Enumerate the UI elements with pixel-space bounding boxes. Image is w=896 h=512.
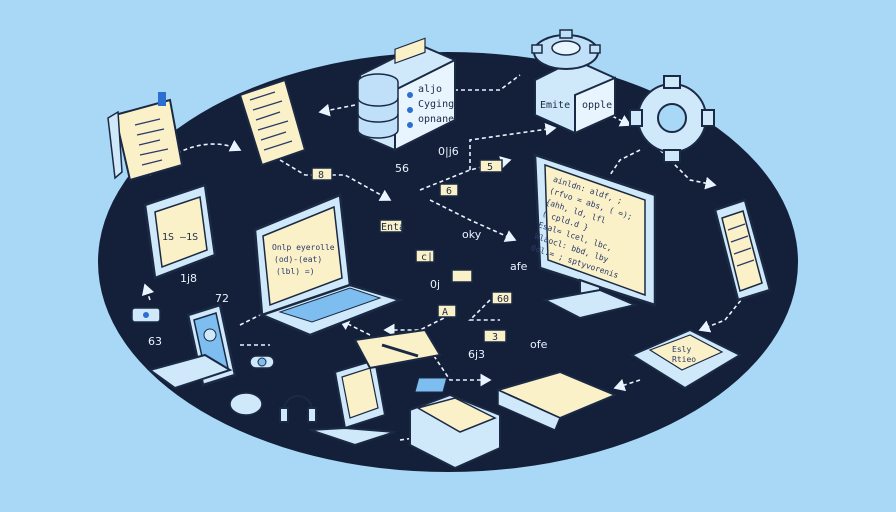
label: 8 bbox=[318, 170, 324, 181]
phone-small-icon bbox=[132, 308, 160, 322]
label: Enta bbox=[381, 222, 405, 233]
label: afe bbox=[510, 260, 528, 273]
db-line: aljo bbox=[418, 84, 442, 95]
gear-box-icon: Emite opple bbox=[532, 30, 615, 133]
label: 1j8 bbox=[180, 272, 197, 285]
label: 60 bbox=[497, 294, 509, 305]
label: 6 bbox=[446, 186, 452, 197]
db-line: opnane bbox=[418, 114, 454, 125]
label: 63 bbox=[148, 335, 162, 348]
laptop-line: (od)-(eat) bbox=[274, 255, 322, 264]
db-line: Cyging bbox=[418, 99, 454, 110]
label: A bbox=[442, 307, 448, 318]
laptop-line: Onlp eyerolle bbox=[272, 243, 335, 252]
tablet-text: 1S —1S bbox=[162, 232, 198, 243]
label: ofe bbox=[530, 338, 548, 351]
laptop-line: (lbl) =) bbox=[276, 267, 315, 276]
toggle-icon bbox=[250, 356, 274, 368]
box-label-right: opple bbox=[582, 100, 612, 111]
label: 5 bbox=[487, 162, 493, 173]
label: oky bbox=[462, 228, 482, 241]
label: 6j3 bbox=[468, 348, 485, 361]
label: 0j bbox=[430, 278, 440, 291]
label: 0|j6 bbox=[438, 145, 459, 158]
document-icon bbox=[108, 92, 182, 180]
calc-line: Rtieo bbox=[672, 355, 696, 364]
mouse-icon bbox=[230, 393, 262, 415]
calc-line: Esly bbox=[672, 345, 691, 354]
label: 56 bbox=[395, 162, 409, 175]
label: 72 bbox=[215, 292, 229, 305]
box-label-left: Emite bbox=[540, 100, 570, 111]
label: c| bbox=[421, 252, 433, 263]
label: 3 bbox=[492, 332, 498, 343]
